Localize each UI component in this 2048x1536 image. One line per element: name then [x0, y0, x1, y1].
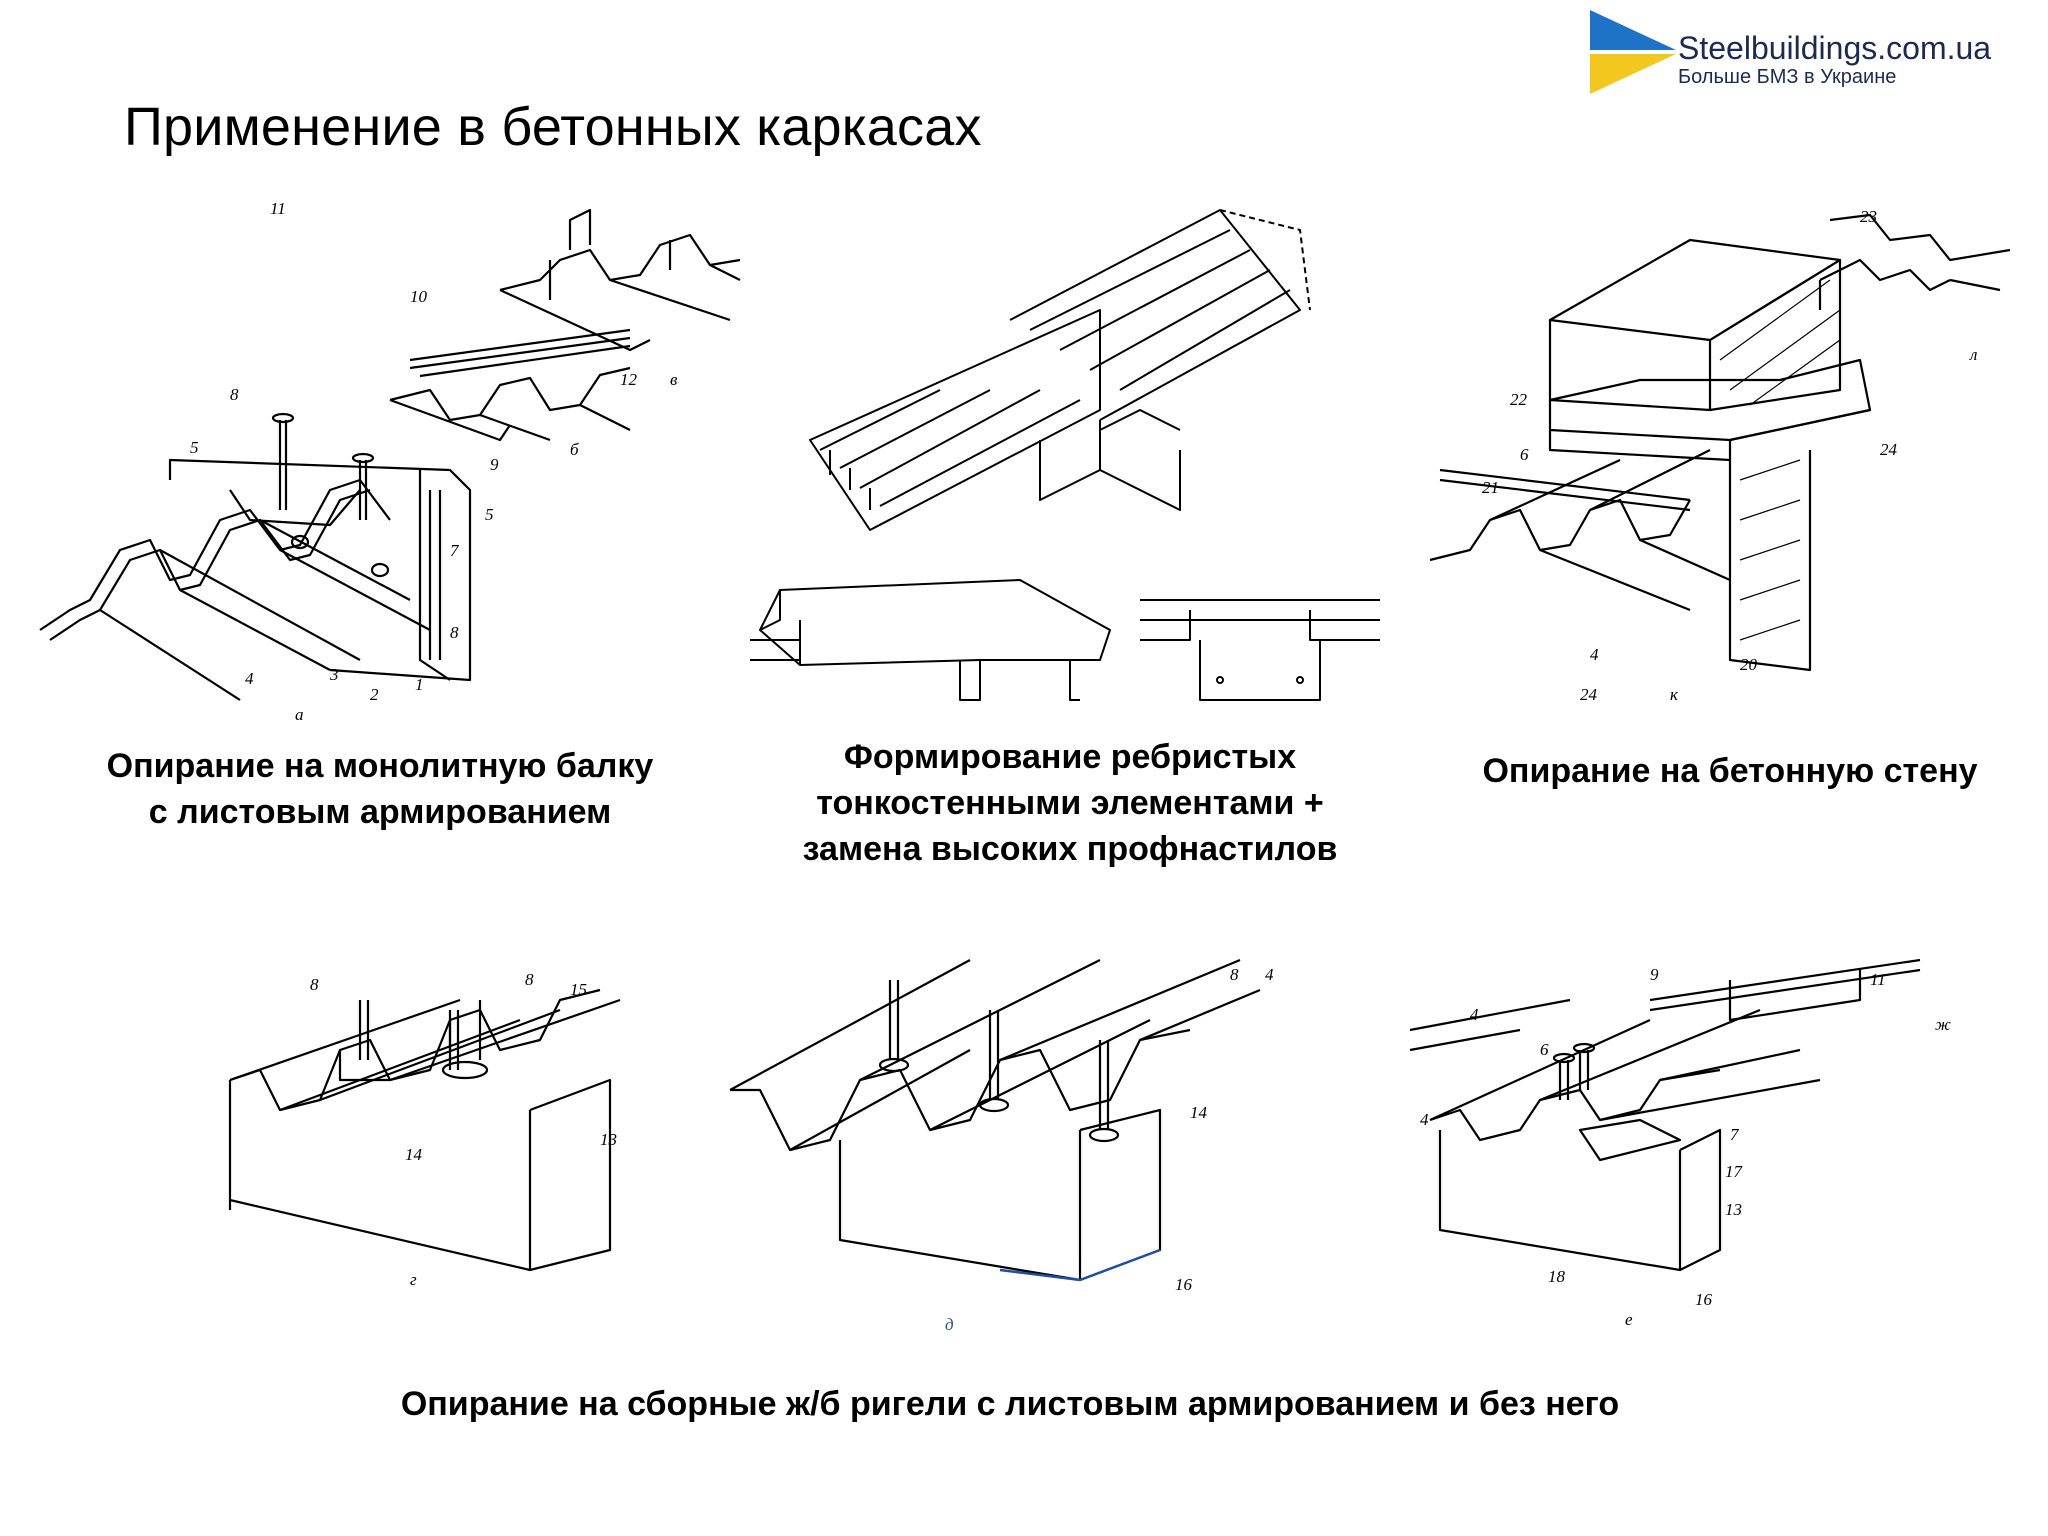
- figure-precast-girder-e-drawing: 4 9 11 6 4 7 17 13 18 16 е ж: [1409, 958, 1951, 1329]
- label-23: 23: [1860, 207, 1877, 226]
- label-g: г: [410, 1270, 417, 1289]
- label-d-16: 16: [1175, 1275, 1193, 1294]
- label-e-13: 13: [1725, 1200, 1742, 1219]
- caption-concrete-wall-line1: Опирание на бетонную стену: [1482, 752, 1978, 790]
- caption-ribbed-forming-line2: тонкостенными элементами +: [816, 784, 1324, 822]
- label-l: л: [1969, 345, 1977, 364]
- logo-tagline: Больше БМЗ в Украине: [1678, 66, 1897, 88]
- label-20: 20: [1740, 655, 1758, 674]
- label-e-7: 7: [1730, 1125, 1740, 1144]
- label-24b: 24: [1580, 685, 1598, 704]
- page-title: Применение в бетонных каркасах: [124, 97, 982, 157]
- label-e-11: 11: [1870, 970, 1886, 989]
- caption-monolithic-beam: Опирание на монолитную балку с листовым …: [40, 743, 720, 835]
- label-e: е: [1625, 1310, 1633, 1329]
- label-e-6: 6: [1540, 1040, 1549, 1059]
- label-11: 11: [270, 199, 286, 218]
- caption-precast-girders-line1: Опирание на сборные ж/б ригели с листовы…: [400, 1385, 1620, 1423]
- label-e-18: 18: [1548, 1267, 1566, 1286]
- label-g-15: 15: [570, 980, 587, 999]
- label-12: 12: [620, 370, 638, 389]
- figure-monolithic-beam-drawing: 11 10 12 в б 8 5 9 5 7 8 4 3 2 1 а: [39, 199, 741, 724]
- label-g-8a: 8: [310, 975, 319, 994]
- label-e-4b: 4: [1420, 1110, 1429, 1129]
- logo-mark-icon: [1590, 10, 1676, 94]
- label-e-9: 9: [1650, 965, 1659, 984]
- label-g-14: 14: [405, 1145, 423, 1164]
- label-d-14: 14: [1190, 1103, 1208, 1122]
- caption-precast-girders: Опирание на сборные ж/б ригели с листовы…: [250, 1381, 1770, 1427]
- label-1: 1: [415, 675, 424, 694]
- label-2: 2: [370, 685, 379, 704]
- caption-monolithic-beam-line1: Опирание на монолитную балку: [106, 747, 654, 785]
- label-e-4a: 4: [1470, 1005, 1479, 1024]
- figure-concrete-wall-drawing: 23 22 6 21 24 4 24 20 к л: [1429, 207, 2011, 704]
- figure-precast-girder-g-drawing: 8 8 15 14 13 г: [228, 970, 621, 1289]
- label-d: д: [945, 1315, 954, 1334]
- label-7: 7: [450, 541, 460, 560]
- label-zh: ж: [1935, 1015, 1951, 1034]
- label-a: а: [295, 705, 304, 724]
- caption-ribbed-forming-line1: Формирование ребристых: [843, 738, 1297, 776]
- label-24a: 24: [1880, 440, 1898, 459]
- label-9: 9: [490, 455, 499, 474]
- label-g-8b: 8: [525, 970, 534, 989]
- label-d-4: 4: [1265, 965, 1274, 984]
- label-g-13: 13: [600, 1130, 617, 1149]
- caption-monolithic-beam-line2: с листовым армированием: [148, 793, 612, 831]
- label-d-8: 8: [1230, 965, 1239, 984]
- label-4k: 4: [1590, 645, 1599, 664]
- label-6: 6: [1520, 445, 1529, 464]
- figure-ribbed-forming-drawing: [750, 209, 1380, 701]
- label-5a: 5: [190, 438, 199, 457]
- caption-ribbed-forming: Формирование ребристых тонкостенными эле…: [730, 734, 1410, 872]
- label-22: 22: [1510, 390, 1528, 409]
- figure-precast-girder-d-drawing: 8 4 14 16 д: [729, 958, 1274, 1334]
- caption-ribbed-forming-line3: замена высоких профнастилов: [802, 830, 1338, 868]
- label-3: 3: [329, 665, 339, 684]
- label-b: б: [570, 440, 579, 459]
- logo-site-name: Steelbuildings.com.ua: [1678, 30, 1992, 66]
- label-5b: 5: [485, 505, 494, 524]
- label-21: 21: [1482, 478, 1499, 497]
- label-8a: 8: [230, 385, 239, 404]
- label-e-16: 16: [1695, 1290, 1713, 1309]
- label-8b: 8: [450, 623, 459, 642]
- label-k: к: [1670, 685, 1679, 704]
- label-4: 4: [245, 669, 254, 688]
- label-e-17: 17: [1725, 1162, 1744, 1181]
- label-v: в: [670, 370, 678, 389]
- brand-logo[interactable]: Steelbuildings.com.ua Больше БМЗ в Украи…: [1590, 10, 2020, 94]
- caption-concrete-wall: Опирание на бетонную стену: [1430, 748, 2030, 794]
- label-10: 10: [410, 287, 428, 306]
